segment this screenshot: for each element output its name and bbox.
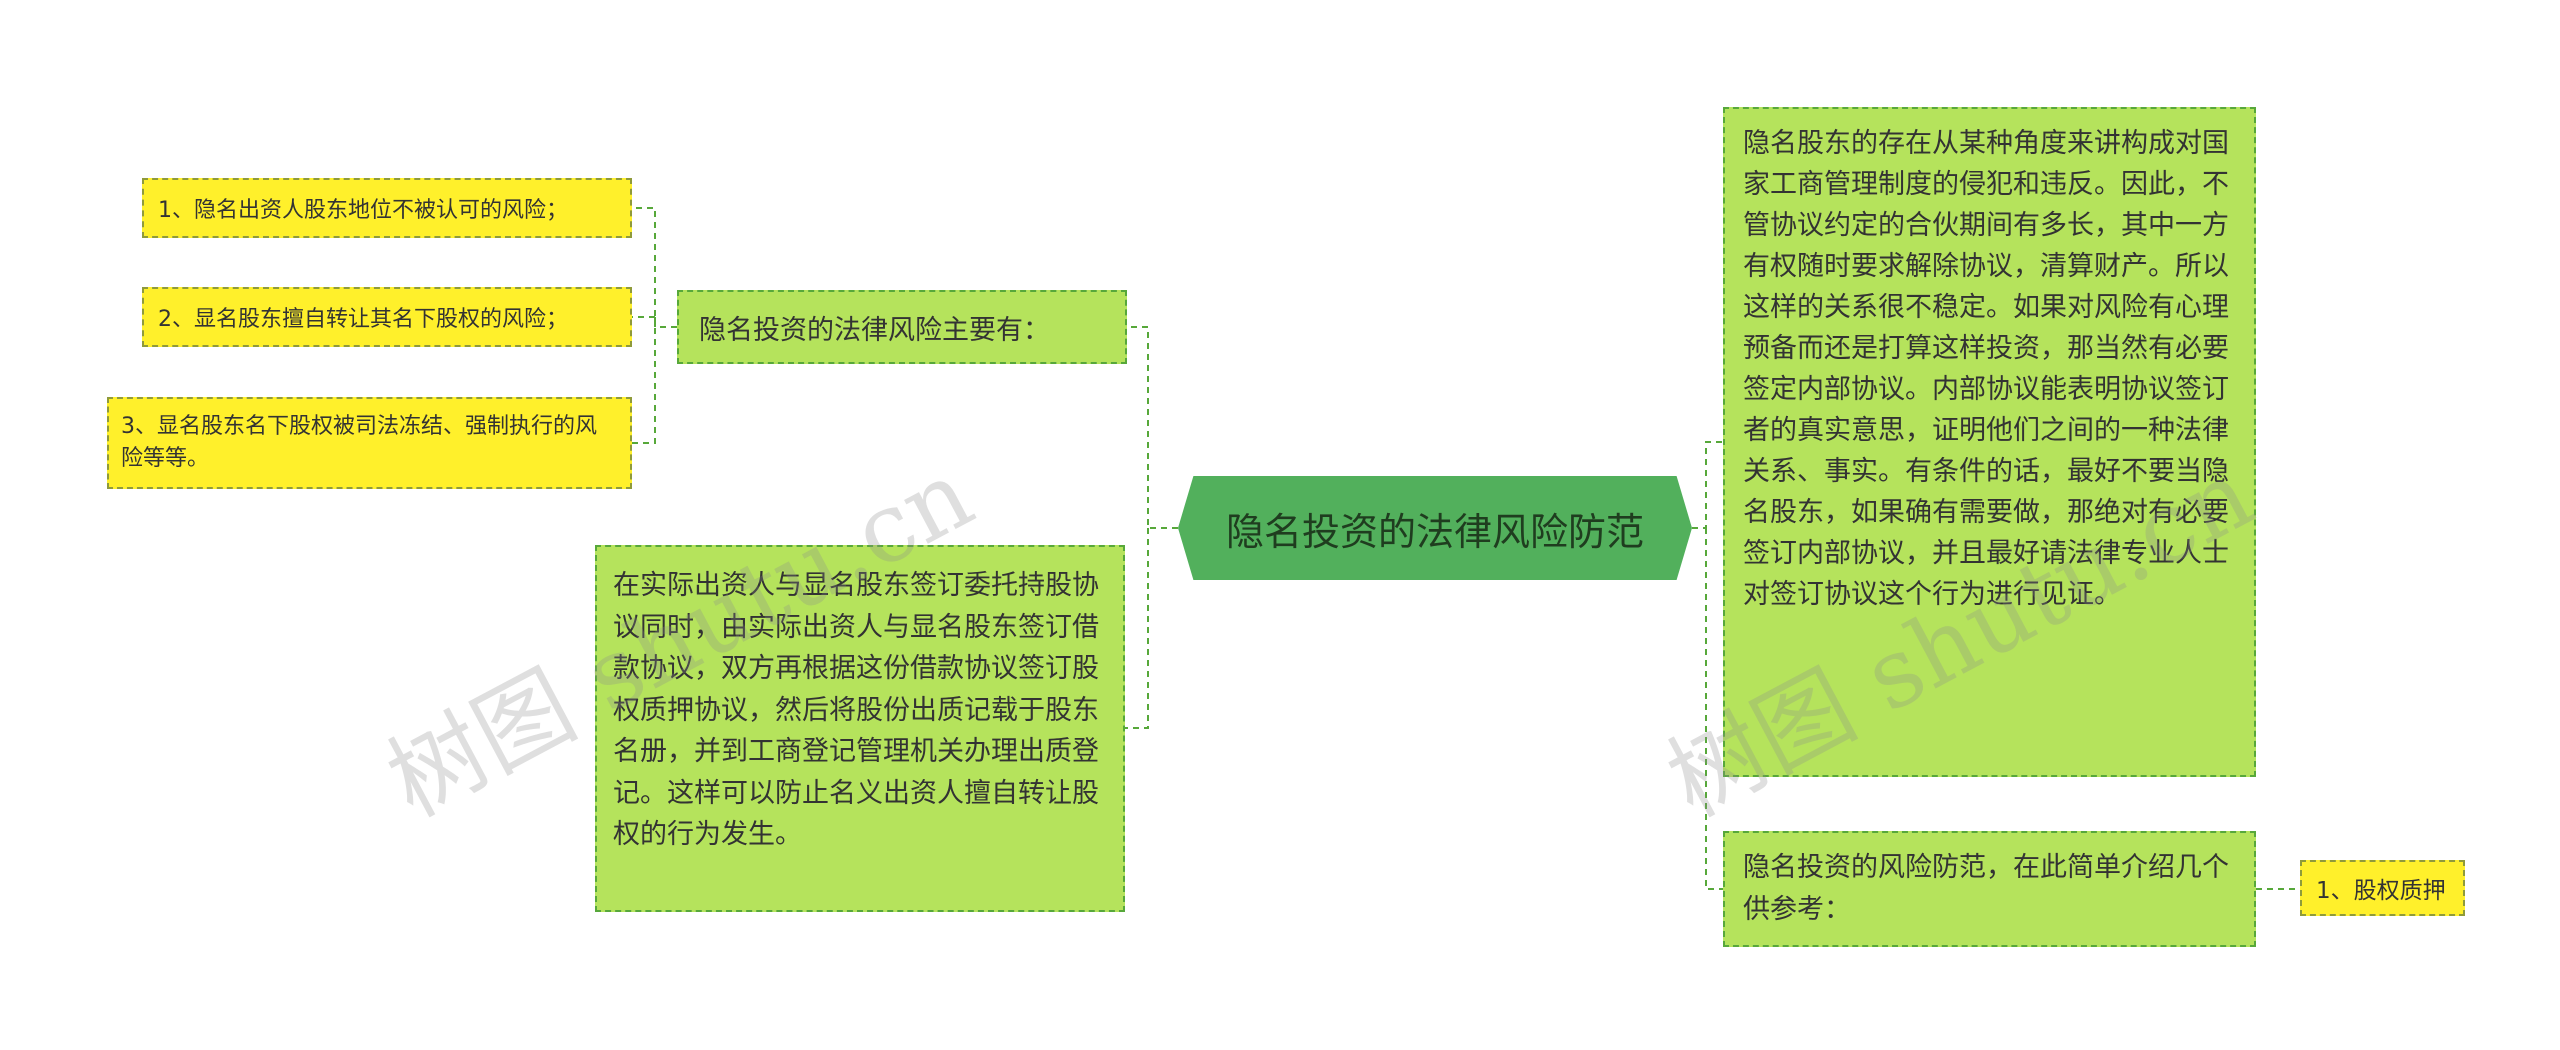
subtopic-risk-3-label: 3、显名股东名下股权被司法冻结、强制执行的风险等等。 [121, 414, 597, 471]
connector-center-to-prevent [1705, 528, 1723, 890]
subtopic-equity-pledge-label: 1、股权质押 [2316, 878, 2446, 904]
topic-hidden-shareholder-existence-label: 隐名股东的存在从某种角度来讲构成对国家工商管理制度的侵犯和违反。因此，不管协议约… [1743, 128, 2229, 610]
topic-entrusted-holding[interactable]: 在实际出资人与显名股东签订委托持股协议同时，由实际出资人与显名股东签订借款协议，… [595, 545, 1125, 912]
topic-entrusted-holding-label: 在实际出资人与显名股东签订委托持股协议同时，由实际出资人与显名股东签订借款协议，… [613, 570, 1099, 850]
topic-risk-prevention[interactable]: 隐名投资的风险防范，在此简单介绍几个供参考： [1723, 831, 2256, 947]
subtopic-risk-1[interactable]: 1、隐名出资人股东地位不被认可的风险； [142, 178, 632, 238]
connector-center-to-left [1127, 326, 1178, 529]
topic-legal-risks[interactable]: 隐名投资的法律风险主要有： [677, 290, 1127, 364]
subtopic-risk-1-label: 1、隐名出资人股东地位不被认可的风险； [158, 198, 568, 223]
subtopic-equity-pledge[interactable]: 1、股权质押 [2300, 860, 2465, 916]
subtopic-risk-2[interactable]: 2、显名股东擅自转让其名下股权的风险； [142, 287, 632, 347]
central-topic[interactable]: 隐名投资的法律风险防范 [1178, 476, 1692, 580]
connector-center-to-existence [1692, 441, 1723, 529]
subtopic-risk-2-label: 2、显名股东擅自转让其名下股权的风险； [158, 307, 568, 332]
topic-hidden-shareholder-existence[interactable]: 隐名股东的存在从某种角度来讲构成对国家工商管理制度的侵犯和违反。因此，不管协议约… [1723, 107, 2256, 777]
central-topic-label: 隐名投资的法律风险防范 [1225, 509, 1644, 554]
connector-center-to-entrust [1125, 528, 1149, 729]
topic-risk-prevention-label: 隐名投资的风险防范，在此简单介绍几个供参考： [1743, 852, 2229, 925]
connector-legal-risk-to-risks [632, 207, 677, 328]
subtopic-risk-3[interactable]: 3、显名股东名下股权被司法冻结、强制执行的风险等等。 [107, 397, 632, 489]
connector-risk3 [632, 317, 656, 444]
topic-legal-risks-label: 隐名投资的法律风险主要有： [699, 314, 1050, 346]
